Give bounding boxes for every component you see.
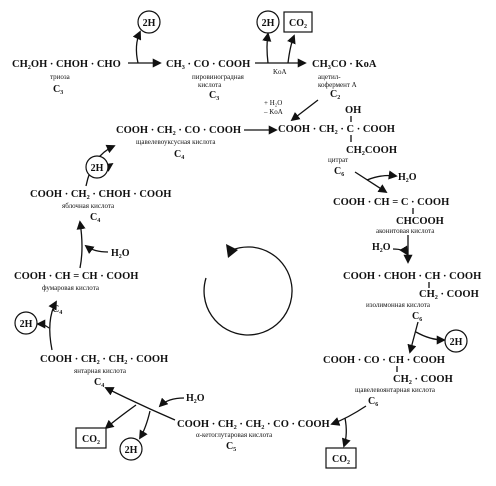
isocitrate-name: изолимонная кислота bbox=[366, 301, 431, 309]
isocitrate-formula: COOH · CHOH · CH · COOH bbox=[343, 271, 481, 282]
oxaloacetate-formula: COOH · CH₂ · CO · COOH bbox=[116, 125, 241, 136]
two-h-token-2 bbox=[256, 10, 280, 34]
citrate-name: цитрат bbox=[328, 156, 348, 164]
arrow-ketoglutarate-succinate bbox=[104, 387, 176, 421]
h2o-in-label-2: H₂O bbox=[372, 242, 391, 253]
aconitate-branch: CHCOOH bbox=[396, 216, 444, 227]
citrate-branch: CH₂COOH bbox=[346, 145, 397, 156]
co2-box-1-label: CO₂ bbox=[289, 18, 307, 29]
co2-box-3 bbox=[75, 427, 107, 449]
oxaloacetate-name: щавелевоуксусная кислота bbox=[136, 138, 216, 146]
h2o-out-label-1: H₂O bbox=[398, 172, 417, 183]
arrow-2h-release-2 bbox=[262, 32, 272, 64]
oxalosuccinate-name: щавелевоянтарная кислота bbox=[355, 386, 436, 394]
succinate-formula: COOH · CH₂ · CH₂ · COOH bbox=[40, 354, 168, 365]
cycle-rotation-arrowhead bbox=[226, 244, 238, 258]
acetylcoa-name-2: кофермент А bbox=[318, 81, 357, 89]
acetylcoa-name-1: ацетил- bbox=[318, 73, 341, 81]
arrow-h2o-absorb-4 bbox=[84, 244, 109, 255]
ketoglutarate-carbons: C₅ bbox=[226, 441, 236, 452]
triose-carbons: C₃ bbox=[53, 84, 63, 95]
fumarate-formula: COOH · CH = CH · COOH bbox=[14, 271, 138, 282]
oxalosuccinate-branch: CH₂ · COOH bbox=[393, 374, 453, 385]
citrate-carbons: C₆ bbox=[334, 166, 344, 177]
ketoglutarate-name: α-кетоглутаровая кислота bbox=[196, 431, 273, 439]
two-h-token-1 bbox=[137, 10, 161, 34]
pyruvate-name-1: пировиноградная bbox=[192, 73, 245, 81]
fumarate-carbons: C₄ bbox=[52, 304, 62, 315]
arrow-co2-release-2 bbox=[341, 417, 351, 448]
arrow-co2-release-3 bbox=[104, 404, 137, 430]
two-h-token-3 bbox=[444, 329, 468, 353]
arrow-2h-release-3 bbox=[415, 331, 446, 345]
aconitate-formula: COOH · CH = C · COOH bbox=[333, 197, 449, 208]
malate-carbons: C₄ bbox=[90, 212, 100, 223]
arrow-acetylcoa-citrate bbox=[290, 99, 319, 122]
two-h-token-6 bbox=[85, 155, 109, 179]
two-h-token-4 bbox=[119, 437, 143, 461]
h2o-in-label-4: H₂O bbox=[111, 248, 130, 259]
malate-name: яблочная кислота bbox=[62, 202, 115, 210]
two-h-token-5 bbox=[14, 311, 38, 335]
oxaloacetate-carbons: C₄ bbox=[174, 149, 184, 160]
aconitate-name: аконитовая кислота bbox=[376, 227, 435, 235]
pyruvate-formula: CH₃ · CO · COOH bbox=[166, 59, 250, 70]
succinate-carbons: C₄ bbox=[94, 377, 104, 388]
two-h-token-1-label: 2H bbox=[143, 18, 156, 29]
two-h-token-4-label: 2H bbox=[125, 445, 138, 456]
koa-out-label: – KoA bbox=[263, 108, 283, 116]
co2-box-2-label: CO₂ bbox=[332, 454, 350, 465]
oxalosuccinate-carbons: C₆ bbox=[368, 396, 378, 407]
succinate-name: янтарная кислота bbox=[74, 367, 127, 375]
arrow-succinate-fumarate bbox=[48, 300, 57, 351]
isocitrate-carbons: C₆ bbox=[412, 311, 422, 322]
arrow-2h-release-5 bbox=[36, 319, 50, 329]
arrow-h2o-absorb-3 bbox=[158, 397, 185, 408]
cycle-rotation-circle bbox=[203, 246, 293, 336]
isocitrate-branch: CH₂ · COOH bbox=[419, 289, 479, 300]
oxalosuccinate-formula: COOH · CO · CH · COOH bbox=[323, 355, 445, 366]
co2-box-1 bbox=[283, 11, 313, 33]
malate-formula: COOH · CH₂ · CHOH · COOH bbox=[30, 189, 171, 200]
two-h-token-6-label: 2H bbox=[91, 163, 104, 174]
arrow-co2-release-1 bbox=[287, 34, 296, 64]
arrow-isocitrate-oxalosuccinate bbox=[407, 321, 419, 354]
h2o-in-label: + H₂O bbox=[264, 99, 282, 107]
acetylcoa-carbons: C₂ bbox=[330, 89, 340, 100]
ketoglutarate-formula: COOH · CH₂ · CH₂ · CO · COOH bbox=[177, 419, 330, 430]
triose-formula: CH₂OH · CHOH · CHO bbox=[12, 59, 121, 70]
citrate-oh: OH bbox=[345, 105, 361, 116]
two-h-token-2-label: 2H bbox=[262, 18, 275, 29]
co2-box-3-label: CO₂ bbox=[82, 434, 100, 445]
fumarate-name: фумаровая кислота bbox=[42, 284, 100, 292]
citrate-formula: COOH · CH₂ · C · COOH bbox=[278, 124, 395, 135]
co2-box-2 bbox=[325, 447, 357, 469]
koa-label: KoA bbox=[273, 68, 287, 76]
arrow-oxalosuccinate-ketoglutarate bbox=[330, 405, 367, 426]
two-h-token-5-label: 2H bbox=[20, 319, 33, 330]
h2o-in-label-3: H₂O bbox=[186, 393, 205, 404]
triose-name: триоза bbox=[50, 73, 71, 81]
acetylcoa-formula: CH₃CO · KoA bbox=[312, 59, 377, 70]
pyruvate-carbons: C₃ bbox=[209, 90, 219, 101]
arrow-fumarate-malate bbox=[76, 220, 86, 269]
pyruvate-name-2: кислота bbox=[198, 81, 222, 89]
arrow-2h-release-4 bbox=[139, 410, 151, 440]
two-h-token-3-label: 2H bbox=[450, 337, 463, 348]
arrow-h2o-absorb-2 bbox=[392, 245, 408, 256]
arrow-citrate-aconitate bbox=[354, 171, 388, 193]
arrow-2h-release-1 bbox=[132, 30, 142, 64]
arrow-h2o-release-1 bbox=[366, 170, 398, 181]
